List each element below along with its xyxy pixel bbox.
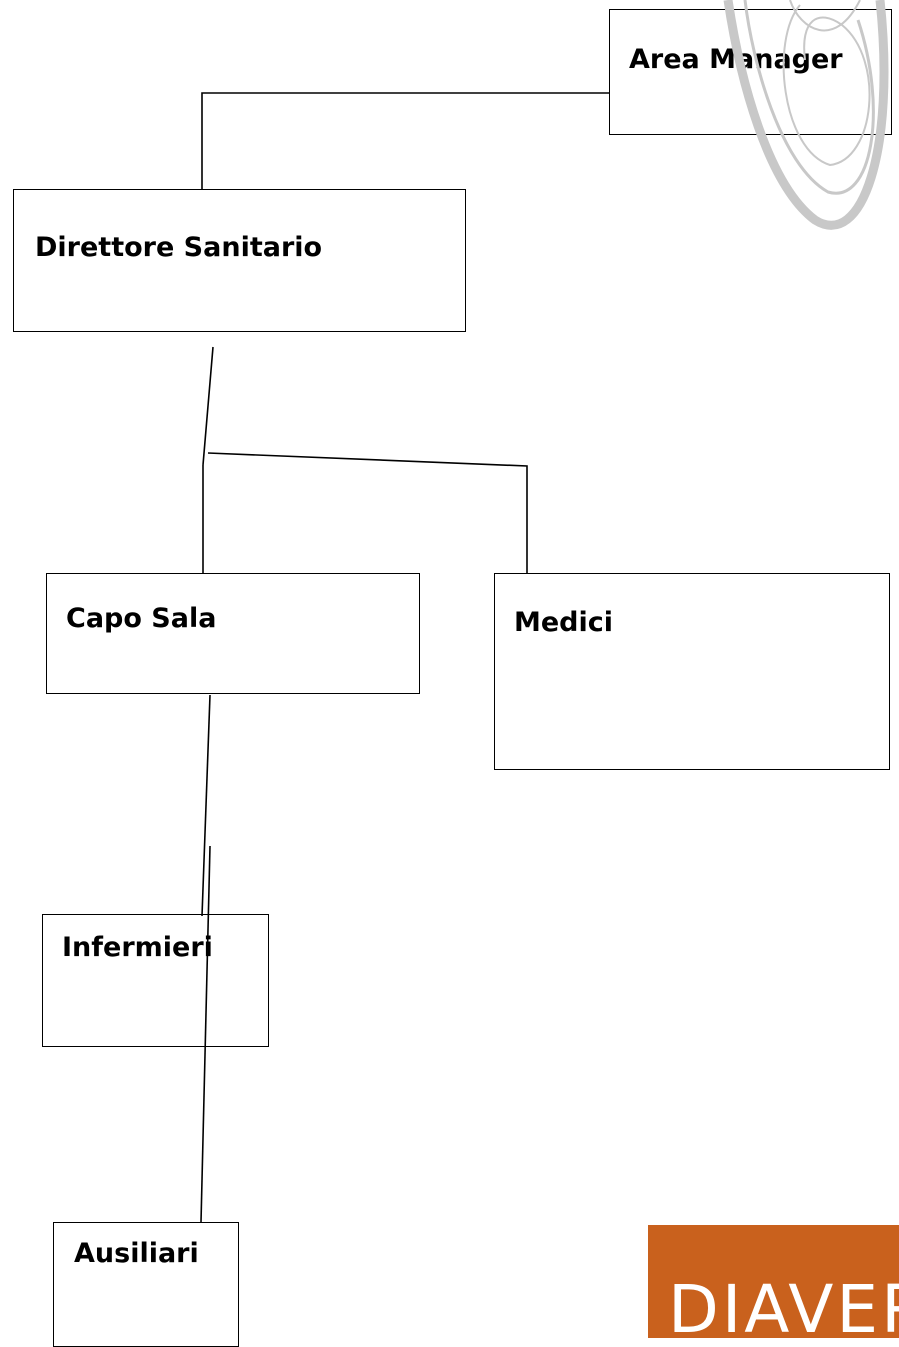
node-label: Ausiliari [74, 1238, 199, 1269]
node-label: Capo Sala [66, 603, 217, 634]
node-capo-sala[interactable]: Capo Sala [46, 573, 420, 694]
logo-text: DIAVERUM [668, 1271, 899, 1339]
node-medici[interactable]: Medici [494, 573, 890, 770]
node-direttore-sanitario[interactable]: Direttore Sanitario [13, 189, 466, 332]
diaverum-logo: DIAVERUM [648, 1225, 899, 1338]
node-label: Area Manager [629, 44, 843, 75]
node-label: Infermieri [62, 932, 213, 963]
node-area-manager[interactable]: Area Manager [609, 9, 892, 135]
node-label: Medici [514, 607, 614, 638]
connector-junction-medici [207, 452, 528, 573]
node-ausiliari[interactable]: Ausiliari [53, 1222, 239, 1347]
connector-capo-sala-infermieri [201, 694, 211, 917]
connector-infermieri-ausiliari [200, 845, 211, 1223]
node-infermieri[interactable]: Infermieri [42, 914, 269, 1047]
node-label: Direttore Sanitario [35, 232, 323, 263]
connector-area-manager-direttore [201, 92, 609, 189]
connector-direttore-junction [202, 346, 214, 466]
